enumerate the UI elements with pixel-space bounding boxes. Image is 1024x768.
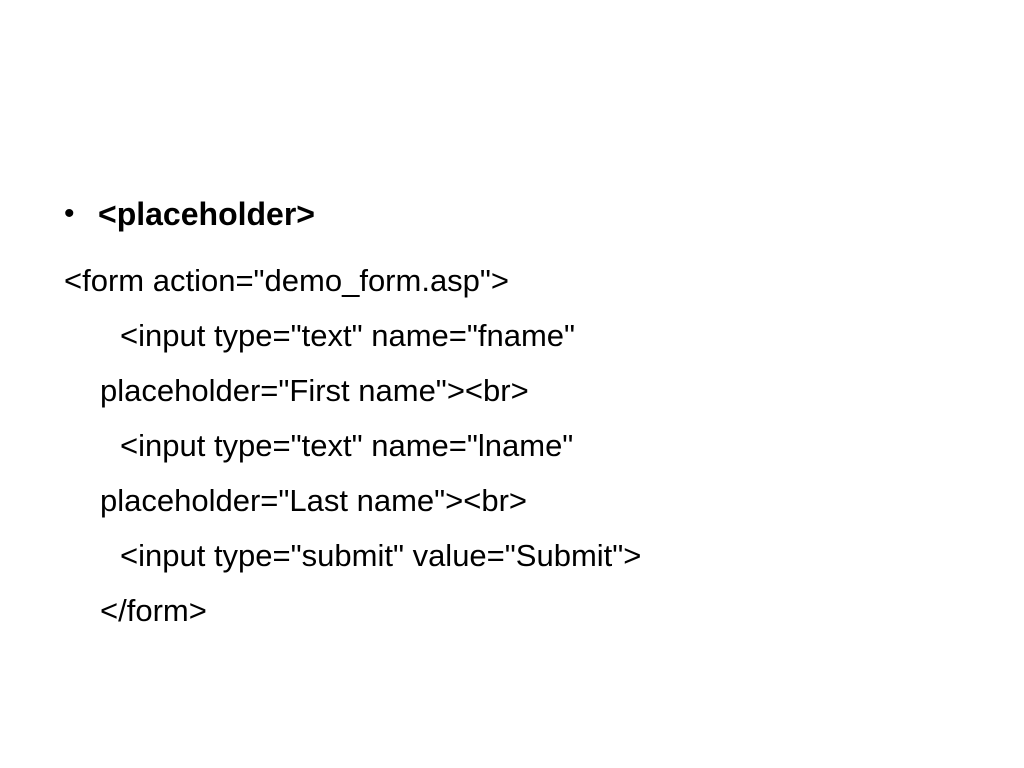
code-line-form-open: <form action="demo_form.asp">	[64, 263, 510, 298]
code-line-input-lname: <input type="text" name="lname"	[120, 428, 574, 463]
bullet-title: <placeholder>	[98, 196, 315, 232]
code-line-input-fname: <input type="text" name="fname"	[120, 318, 576, 353]
bullet-marker: •	[64, 197, 75, 230]
bullet-item: • <placeholder>	[64, 190, 315, 238]
code-line-placeholder-last: placeholder="Last name"><br>	[100, 483, 528, 518]
code-line-form-close: </form>	[100, 593, 207, 628]
code-line-placeholder-first: placeholder="First name"><br>	[100, 373, 529, 408]
code-example: <form action="demo_form.asp"> <input typ…	[64, 253, 964, 638]
code-line-input-submit: <input type="submit" value="Submit">	[120, 538, 642, 573]
